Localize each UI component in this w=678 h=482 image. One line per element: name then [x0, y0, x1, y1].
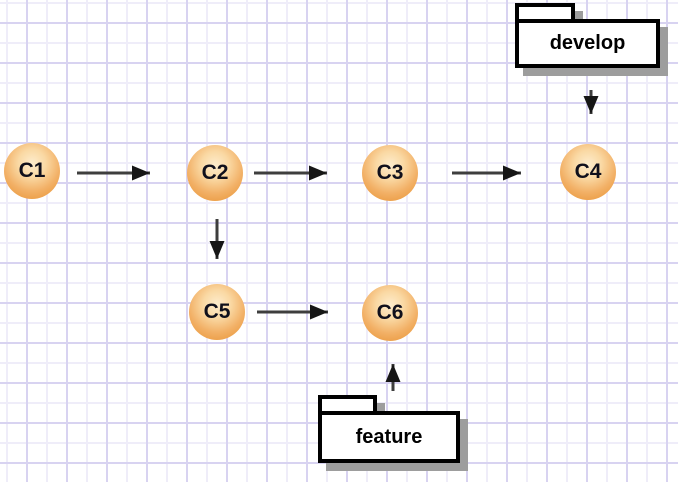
commit-label: C1 — [18, 159, 46, 182]
package-body: feature — [318, 411, 460, 463]
commit-node-c4[interactable]: C4 — [560, 144, 616, 200]
package-body: develop — [515, 19, 660, 68]
commit-node-c2[interactable]: C2 — [187, 145, 243, 201]
branch-package-feature[interactable]: feature — [318, 395, 460, 463]
commit-label: C6 — [376, 301, 404, 324]
branch-label: develop — [549, 32, 626, 54]
commit-label: C2 — [201, 161, 229, 184]
commit-label: C5 — [203, 300, 231, 323]
commit-label: C4 — [574, 160, 602, 183]
commit-label: C3 — [376, 161, 404, 184]
commit-node-c1[interactable]: C1 — [4, 143, 60, 199]
branch-package-develop[interactable]: develop — [515, 3, 660, 68]
commit-node-c5[interactable]: C5 — [189, 284, 245, 340]
commit-node-c3[interactable]: C3 — [362, 145, 418, 201]
branch-label: feature — [355, 425, 423, 448]
commit-node-c6[interactable]: C6 — [362, 285, 418, 341]
